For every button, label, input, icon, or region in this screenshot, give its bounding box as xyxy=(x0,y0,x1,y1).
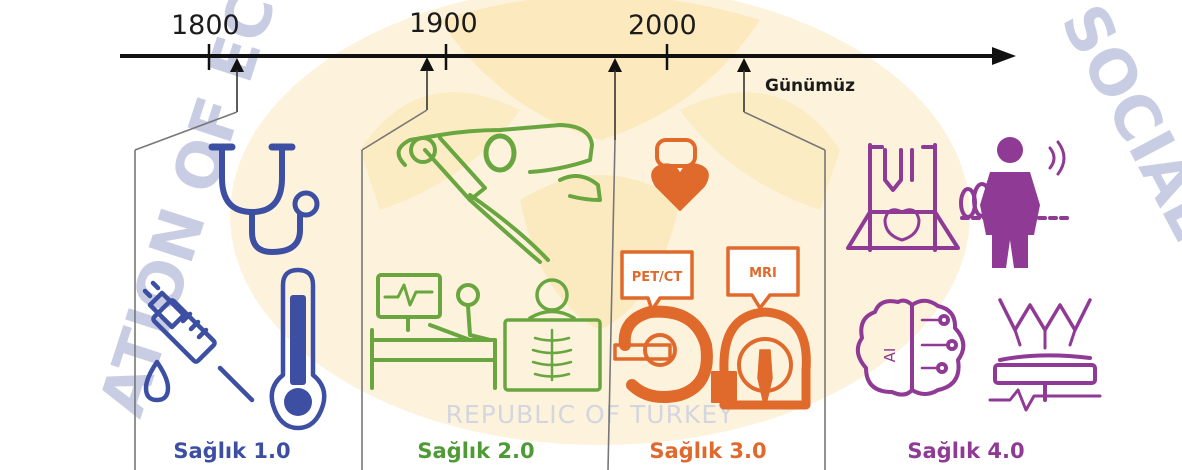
watermark-text-right: SOCIAL RES xyxy=(1047,0,1182,389)
era-2-caption: Sağlık 2.0 xyxy=(417,439,534,463)
pacemaker-heart-icon xyxy=(651,138,709,211)
heart-3d-print-icon xyxy=(846,143,960,252)
drop-icon xyxy=(143,359,171,403)
mri-scanner-icon: MRI xyxy=(711,246,811,410)
pet-ct-scanner-icon: PET/CT xyxy=(613,250,713,403)
year-1900-label: 1900 xyxy=(409,8,478,39)
era-marker-1 xyxy=(134,58,244,470)
blood-pressure-cuff-icon xyxy=(396,123,602,264)
axis-arrowhead xyxy=(992,47,1016,65)
era-3-panel: PET/CT MRI xyxy=(613,138,811,410)
wearable-sensor-icon xyxy=(959,137,1072,268)
era-marker-2 xyxy=(361,57,434,470)
timeline-axis: 1800 1900 2000 Günümüz xyxy=(120,8,1016,470)
watermark-text-center: REPUBLIC OF TURKEY xyxy=(446,400,735,429)
era-marker-3 xyxy=(607,58,622,470)
stethoscope-icon xyxy=(208,143,320,255)
watermark-sun-glow xyxy=(230,0,970,445)
era-4-panel: AI xyxy=(846,137,1102,412)
era-marker-4 xyxy=(737,58,826,470)
era-2-panel xyxy=(370,123,602,392)
mri-bubble-label: MRI xyxy=(749,266,777,281)
ai-label: AI xyxy=(881,348,899,363)
era-3-caption: Sağlık 3.0 xyxy=(649,439,766,463)
robotic-surgery-icon xyxy=(988,298,1102,412)
xray-icon xyxy=(503,278,602,392)
today-label: Günümüz xyxy=(765,76,855,96)
era-4-caption: Sağlık 4.0 xyxy=(907,439,1024,463)
ai-brain-icon: AI xyxy=(855,298,966,397)
era-1-panel xyxy=(142,143,327,431)
thermometer-icon xyxy=(269,267,327,431)
year-1800-label: 1800 xyxy=(171,10,240,41)
syringe-icon xyxy=(142,280,255,403)
era-1-caption: Sağlık 1.0 xyxy=(173,439,290,463)
hospital-bed-monitor-icon xyxy=(370,273,497,390)
pet-ct-bubble-label: PET/CT xyxy=(632,270,683,285)
year-2000-label: 2000 xyxy=(628,10,697,41)
